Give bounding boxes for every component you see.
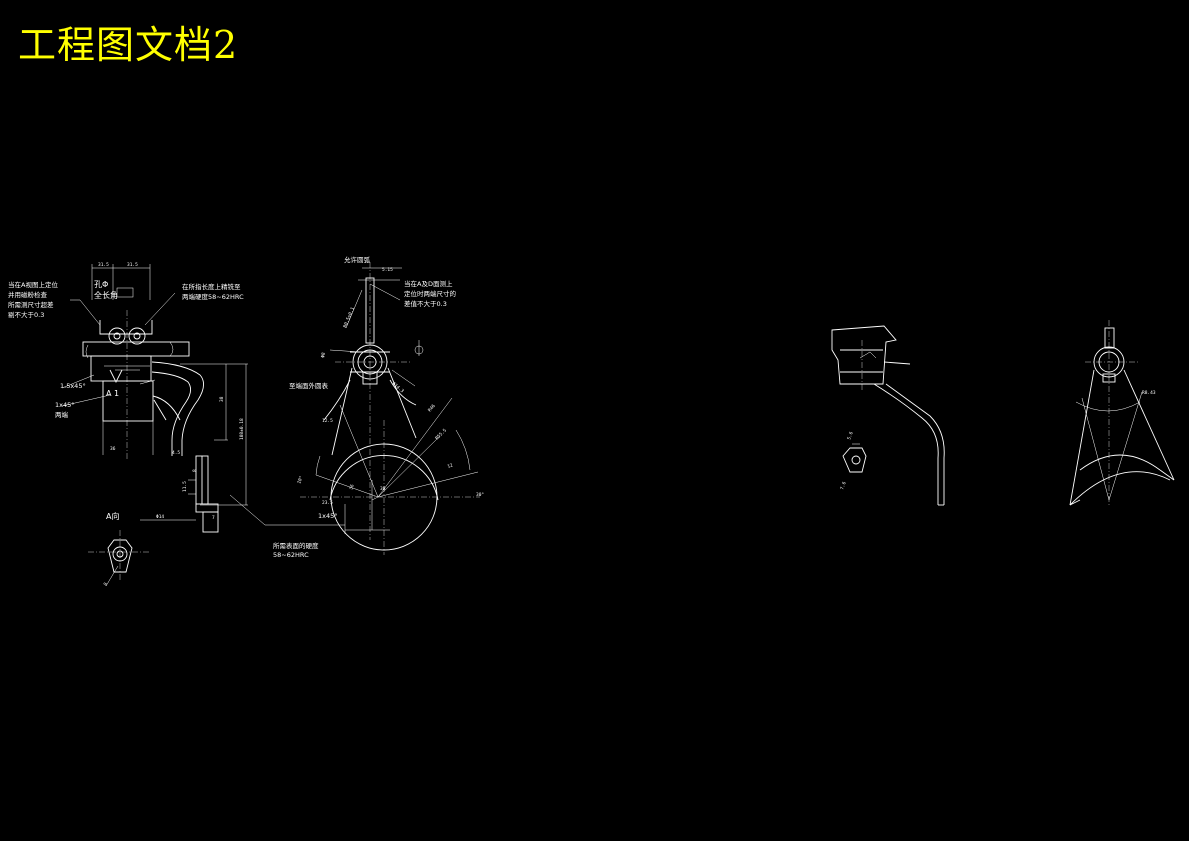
svg-text:R0.5±0.1: R0.5±0.1: [342, 306, 356, 329]
svg-text:Φ8: Φ8: [320, 352, 327, 359]
view-a-label: A向: [106, 511, 119, 521]
svg-text:4.5: 4.5: [172, 450, 180, 456]
chamfer-label-4: 1x45°: [318, 512, 338, 520]
svg-text:Φ14: Φ14: [156, 514, 164, 520]
note-left-2: 并用磁粉检查: [8, 290, 48, 299]
svg-text:7.6: 7.6: [839, 481, 848, 491]
chamfer-label-3: 两端: [55, 410, 69, 419]
note-top-right-title: 允许圆弧: [344, 255, 371, 264]
svg-text:36: 36: [110, 446, 116, 452]
svg-text:5.15: 5.15: [382, 267, 393, 273]
drawing-title: 工程图文档2: [18, 23, 239, 67]
note-mid-right: 至端面外圆表: [289, 381, 329, 390]
svg-text:R55.5: R55.5: [434, 427, 448, 441]
svg-text:R46: R46: [427, 403, 437, 413]
svg-text:30°: 30°: [476, 492, 484, 498]
note-top-right-3: 差值不大于0.3: [404, 299, 447, 308]
note-top-right-1: 当在A及D面测上: [404, 279, 453, 288]
svg-text:12: 12: [447, 462, 454, 470]
svg-text:31.5: 31.5: [98, 262, 109, 268]
hole-label: 孔Φ: [94, 280, 108, 289]
note-top-mid-1: 在所指长度上精铣至: [182, 282, 241, 291]
front-view: 31.5 31.5 孔Φ 全长角 108±0.18 38: [61, 262, 345, 533]
svg-text:12.5: 12.5: [322, 418, 333, 424]
svg-text:38: 38: [380, 486, 386, 492]
svg-text:10°: 10°: [296, 475, 305, 485]
chamfer-label-1: 1.5x45°: [60, 382, 86, 390]
svg-text:5.6: 5.6: [846, 431, 855, 441]
note-top-mid-2: 两端硬度58~62HRC: [182, 292, 244, 301]
section-a-label: A 1: [106, 389, 119, 398]
note-bottom-1: 所需表面的硬度: [273, 541, 319, 550]
note-left-1: 当在A视图上定位: [8, 280, 58, 289]
svg-text:8: 8: [192, 469, 198, 472]
svg-text:108±0.18: 108±0.18: [239, 418, 245, 440]
svg-text:38: 38: [219, 396, 225, 402]
hole-sub-label: 全长角: [94, 290, 118, 300]
note-left-4: 剔不大于0.3: [8, 310, 44, 319]
note-left-3: 所需测尺寸超差: [8, 300, 54, 309]
view-a-detail: 8: [88, 530, 150, 587]
svg-text:7: 7: [212, 515, 215, 521]
svg-text:11.5: 11.5: [182, 481, 188, 492]
svg-text:R8.43: R8.43: [1142, 390, 1156, 396]
iso-view-2: R8.43: [1069, 320, 1175, 506]
svg-text:23.5: 23.5: [322, 500, 333, 506]
note-bottom-2: 58~62HRC: [273, 551, 309, 559]
side-view: 允许圆弧 当在A及D面测上 定位时两端尺寸的 差值不大于0.3 至端面外圆表 1…: [289, 255, 484, 555]
svg-text:36: 36: [348, 483, 356, 490]
iso-view-1: 5.6 7.6: [831, 325, 945, 506]
svg-text:31.5: 31.5: [127, 262, 138, 268]
svg-text:8: 8: [103, 581, 110, 587]
chamfer-label-2: 1x45°: [55, 401, 75, 409]
note-top-right-2: 定位时两端尺寸的: [404, 289, 457, 298]
